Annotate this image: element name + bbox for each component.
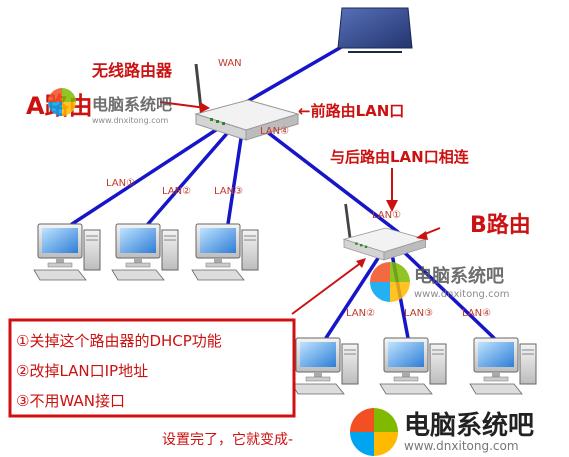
connect-back-label: 与后路由LAN口相连 [330,148,470,166]
arrow-notes-to-router-b [291,261,363,315]
pc-5 [379,337,447,395]
note-2: ②改掉LAN口IP地址 [16,362,148,380]
watermark-top-url: www.dnxitong.com [92,116,169,125]
lan3-router-a-label: LAN③ [214,186,243,197]
pc-1 [33,223,101,281]
watermark-bottom-url: www.dnxitong.com [404,439,519,453]
lan2-router-b-label: LAN② [346,308,375,319]
pc-6 [469,337,537,395]
pc-4 [291,337,359,395]
cable-router-a-to-pc2 [146,128,232,226]
notes-box: ①关掉这个路由器的DHCP功能 ②改掉LAN口IP地址 ③不用WAN接口 [8,318,296,418]
wan-port-label: WAN [218,58,242,69]
watermark-middle-url: www.dnxitong.com [414,289,509,300]
cable-router-a-to-pc3 [226,130,244,226]
pc-2 [111,223,179,281]
lan1-router-b-label: LAN① [372,210,401,221]
watermark-top-title: 电脑系统吧 [92,95,172,114]
watermark-middle: 电脑系统吧 www.dnxitong.com [370,262,509,302]
cable-router-b-to-pc4 [324,250,384,340]
watermark-top: 电脑系统吧 www.dnxitong.com [48,88,172,125]
annotation-arrows [159,101,441,315]
cable-router-a-to-pc1 [70,124,224,226]
arrow-to-router-a [159,101,207,109]
windows-logo-icon [350,408,398,456]
windows-logo-icon [48,88,76,116]
pc-3 [191,223,259,281]
cable-router-a-to-router-b [260,126,400,234]
modem [337,7,413,53]
watermark-bottom: 电脑系统吧 www.dnxitong.com [350,408,534,456]
lan1-router-a-label: LAN① [106,178,135,189]
lan3-router-b-label: LAN③ [404,308,433,319]
watermark-middle-title: 电脑系统吧 [414,265,504,287]
note-1: ①关掉这个路由器的DHCP功能 [16,332,222,350]
note-3: ③不用WAN接口 [16,392,125,410]
wireless-router-label: 无线路由器 [91,61,173,80]
windows-logo-icon [370,262,410,302]
front-lan-label: ←前路由LAN口 [298,102,404,120]
watermark-bottom-title: 电脑系统吧 [404,410,534,441]
footer-text: 设置完了，它就变成- [162,431,293,448]
cable-modem-to-router-a [234,40,352,110]
lan2-router-a-label: LAN② [162,186,191,197]
lan4-router-b-label: LAN④ [462,308,491,319]
cable-router-b-to-pc6 [402,250,496,340]
router-b-label: B路由 [470,212,531,238]
lan4-router-a-label: LAN④ [260,126,289,137]
router-b-device [343,203,427,261]
